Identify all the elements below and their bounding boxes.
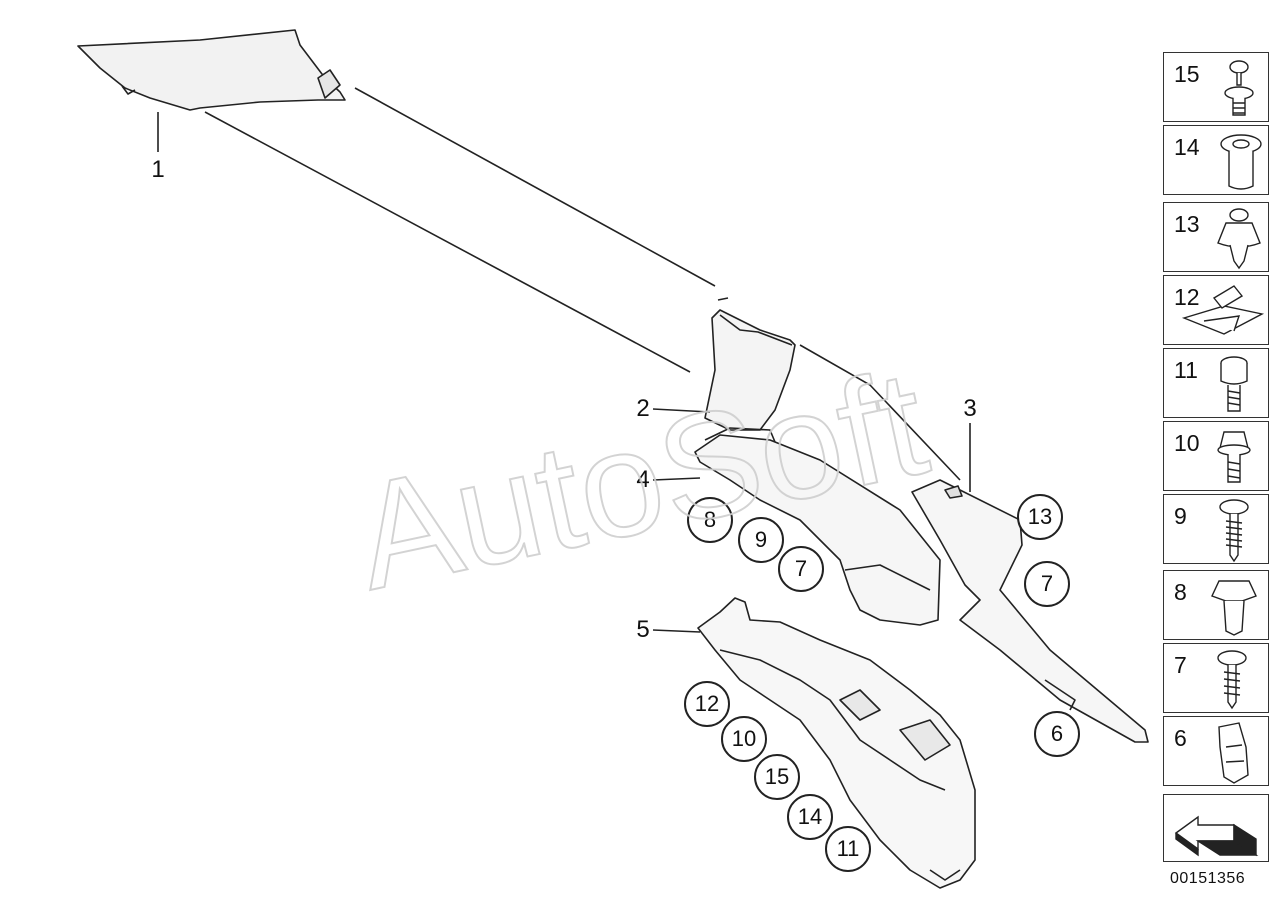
screw-icon (1219, 499, 1249, 563)
push-rivet-icon (1224, 60, 1254, 116)
document-number: 00151356 (1170, 870, 1246, 887)
legend-cell-8: 8 (1163, 570, 1269, 640)
socket-bolt-icon (1220, 356, 1248, 412)
part-5-trim (697, 597, 976, 889)
spring-nut-icon (1181, 285, 1265, 335)
circled-ref-12: 12 (684, 681, 730, 727)
legend-number: 7 (1174, 652, 1187, 678)
part-3-trim (911, 479, 1149, 743)
legend-cell-arrow (1163, 794, 1269, 862)
callout-1: 1 (151, 156, 165, 183)
legend-number: 10 (1174, 430, 1200, 456)
legend-number: 12 (1174, 284, 1200, 310)
legend-number: 15 (1174, 61, 1200, 87)
legend-cell-12: 12 (1163, 275, 1269, 345)
circled-ref-6: 6 (1034, 711, 1080, 757)
circled-ref-13: 13 (1017, 494, 1063, 540)
legend-cell-7: 7 (1163, 643, 1269, 713)
clip-nut-icon (1211, 580, 1257, 636)
callout-4: 4 (636, 466, 650, 493)
circled-ref-11: 11 (825, 826, 871, 872)
callout-2: 2 (636, 395, 650, 422)
circled-ref-7: 7 (778, 546, 824, 592)
part-4-trim (694, 434, 941, 626)
legend-cell-9: 9 (1163, 494, 1269, 564)
clip-stud-icon (1217, 208, 1261, 270)
legend-number: 11 (1174, 357, 1198, 383)
legend-number: 14 (1174, 134, 1200, 160)
legend-number: 6 (1174, 725, 1187, 751)
part-1-trim (77, 29, 346, 111)
circled-ref-9: 9 (738, 517, 784, 563)
spring-clip-icon (1218, 722, 1249, 784)
part-2-cap (704, 309, 796, 431)
circled-ref-8: 8 (687, 497, 733, 543)
legend-number: 8 (1174, 579, 1187, 605)
legend-cell-13: 13 (1163, 202, 1269, 272)
legend-cell-10: 10 (1163, 421, 1269, 491)
legend-cell-15: 15 (1163, 52, 1269, 122)
circled-ref-14: 14 (787, 794, 833, 840)
legend-cell-6: 6 (1163, 716, 1269, 786)
legend-number: 9 (1174, 503, 1187, 529)
expanding-nut-icon (1220, 134, 1262, 190)
legend-number: 13 (1174, 211, 1200, 237)
callout-3: 3 (963, 395, 977, 422)
hex-bolt-icon (1217, 431, 1251, 483)
legend-cell-14: 14 (1163, 125, 1269, 195)
callout-5: 5 (636, 616, 650, 643)
legend-cell-11: 11 (1163, 348, 1269, 418)
oval-head-screw-icon (1217, 650, 1247, 710)
direction-arrow-icon (1174, 815, 1259, 857)
circled-ref-10: 10 (721, 716, 767, 762)
circled-ref-15: 15 (754, 754, 800, 800)
circled-ref-7b: 7 (1024, 561, 1070, 607)
